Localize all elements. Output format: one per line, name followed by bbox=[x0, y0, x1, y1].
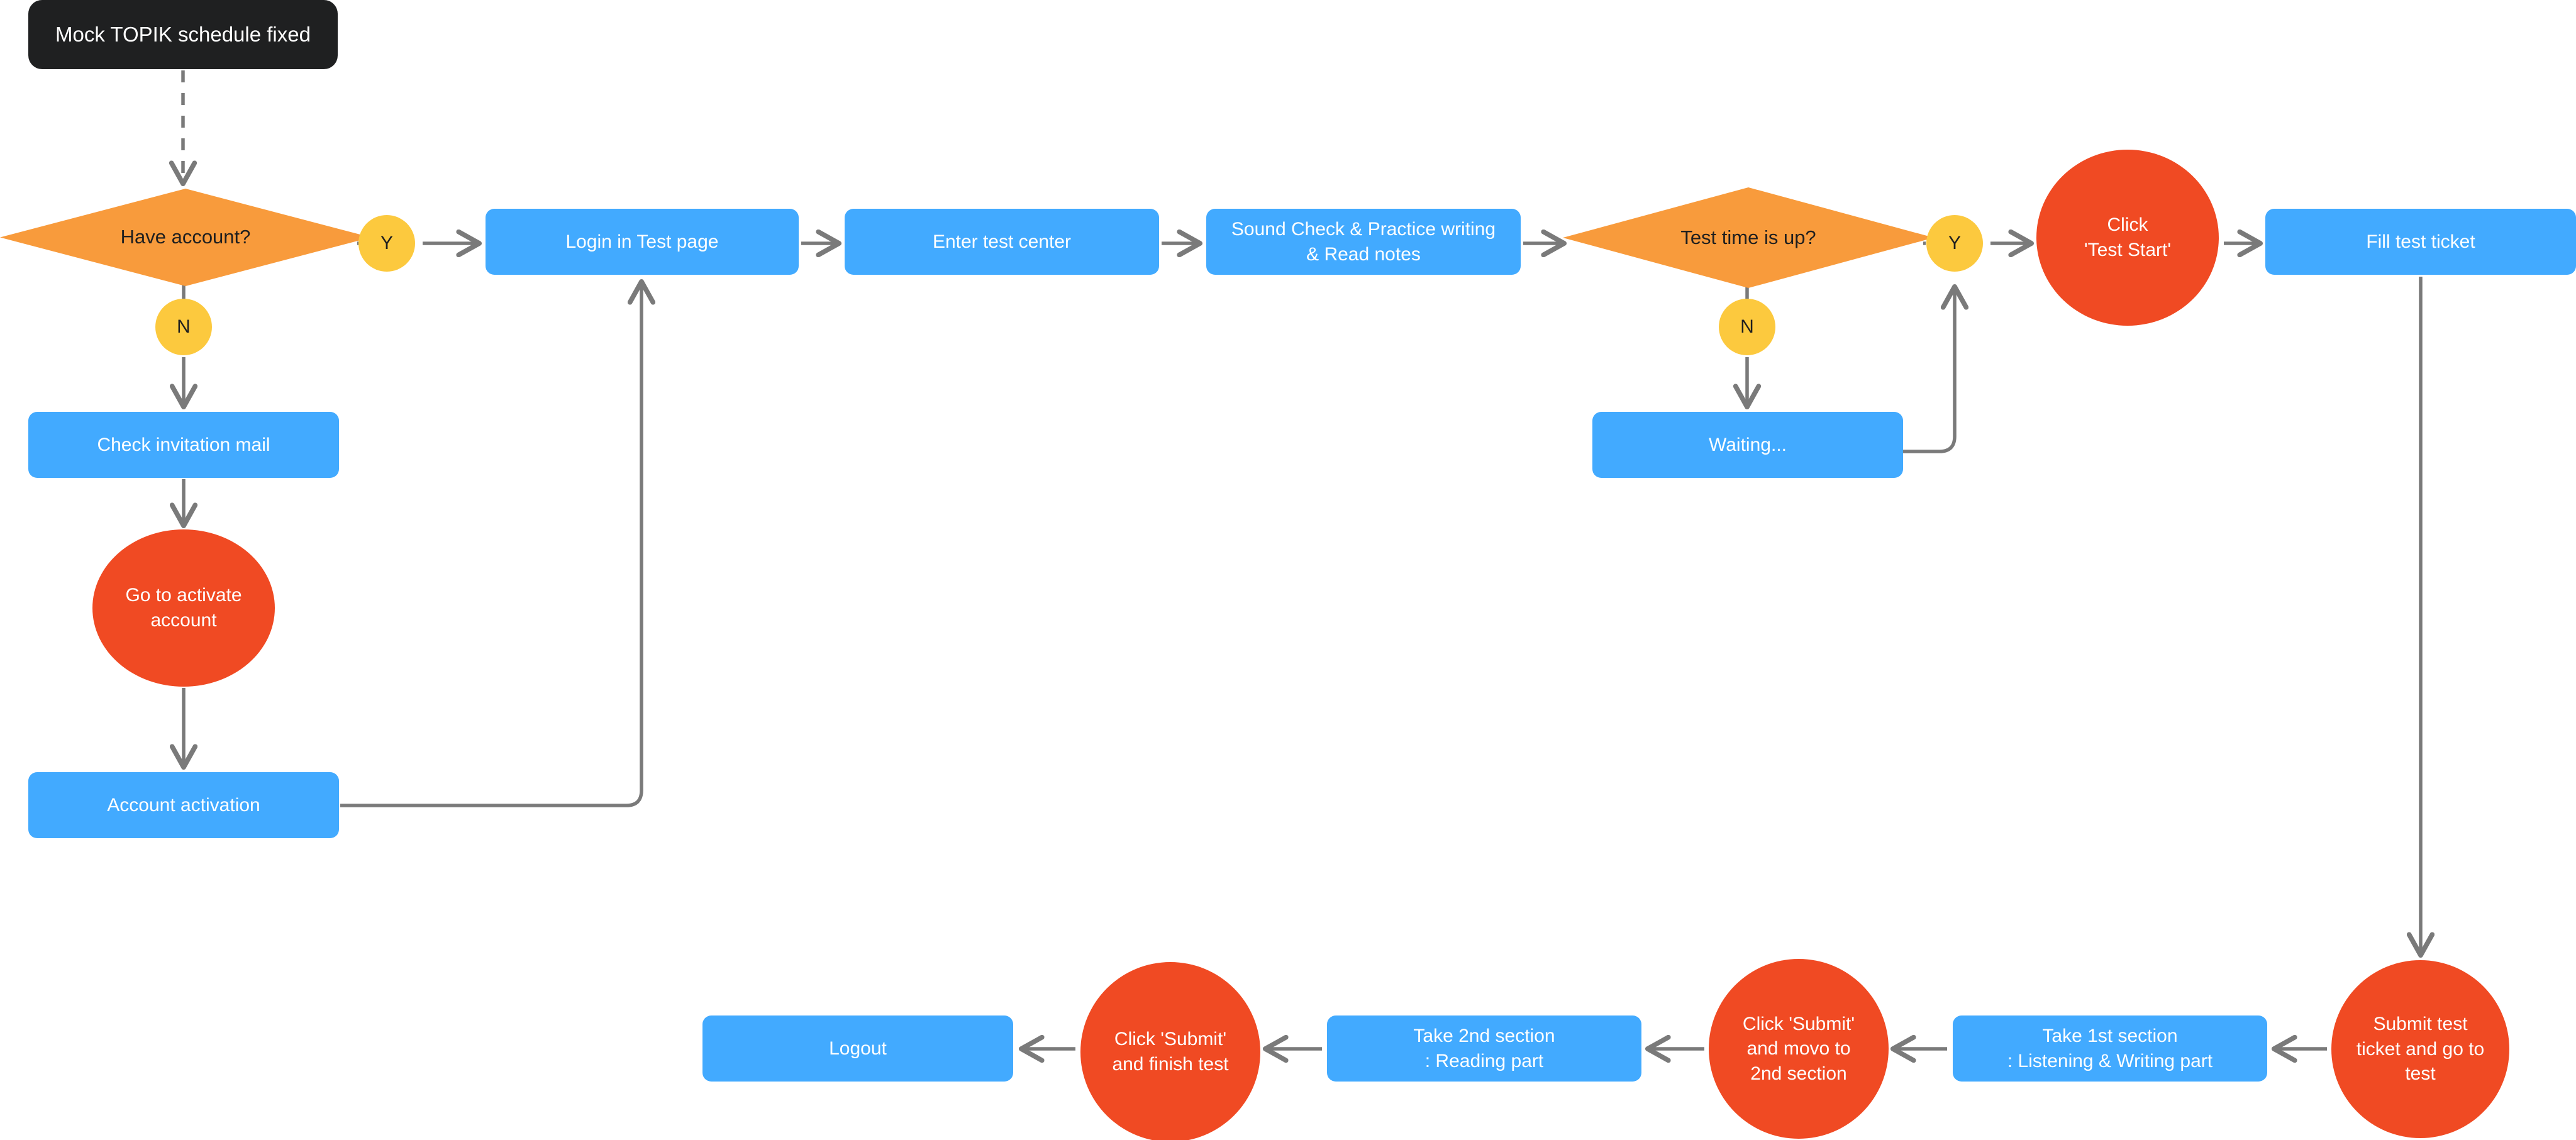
node-take-1st-section-label: Take 1st section : Listening & Writing p… bbox=[2007, 1025, 2213, 1071]
diamond-icon bbox=[0, 189, 371, 286]
node-start-terminator[interactable]: Mock TOPIK schedule fixed bbox=[28, 0, 338, 69]
node-enter-test-center[interactable]: Enter test center bbox=[845, 209, 1159, 275]
node-submit-ticket-go-test[interactable]: Submit test ticket and go to test bbox=[2331, 960, 2509, 1138]
node-test-time-up-label: Test time is up? bbox=[1680, 226, 1816, 248]
branch-no-test-time-up[interactable]: N bbox=[1719, 299, 1775, 355]
node-take-1st-section[interactable]: Take 1st section : Listening & Writing p… bbox=[1953, 1015, 2267, 1082]
node-waiting[interactable]: Waiting... bbox=[1592, 412, 1903, 478]
node-fill-test-ticket[interactable]: Fill test ticket bbox=[2265, 209, 2576, 275]
node-account-activation-label: Account activation bbox=[107, 794, 260, 816]
node-click-submit-move-2nd-label: Click 'Submit' and movo to 2nd section bbox=[1742, 1013, 1855, 1084]
branch-yes-label: Y bbox=[380, 233, 393, 254]
node-have-account-decision[interactable]: Have account? bbox=[0, 189, 371, 286]
branch-yes-have-account[interactable]: Y bbox=[358, 215, 415, 272]
branch-yes-label: Y bbox=[1948, 233, 1961, 254]
node-have-account-label: Have account? bbox=[120, 226, 251, 248]
diamond-icon bbox=[1563, 187, 1934, 288]
node-sound-check[interactable]: Sound Check & Practice writing & Read no… bbox=[1206, 209, 1521, 275]
node-go-activate-account[interactable]: Go to activate account bbox=[92, 529, 275, 687]
node-check-invitation-mail[interactable]: Check invitation mail bbox=[28, 412, 339, 478]
node-submit-ticket-go-test-label: Submit test ticket and go to test bbox=[2356, 1014, 2485, 1085]
branch-no-label: N bbox=[177, 316, 191, 338]
branch-yes-test-time-up[interactable]: Y bbox=[1926, 215, 1983, 272]
node-take-2nd-section[interactable]: Take 2nd section : Reading part bbox=[1327, 1015, 1641, 1082]
node-fill-test-ticket-label: Fill test ticket bbox=[2366, 231, 2475, 252]
node-click-submit-finish[interactable]: Click 'Submit' and finish test bbox=[1080, 962, 1260, 1140]
node-enter-test-center-label: Enter test center bbox=[932, 231, 1072, 252]
node-click-test-start[interactable]: Click 'Test Start' bbox=[2036, 150, 2219, 326]
edge-waiting-to-y-loop bbox=[1903, 288, 1955, 453]
branch-no-label: N bbox=[1740, 316, 1754, 338]
node-start-label: Mock TOPIK schedule fixed bbox=[55, 23, 311, 47]
node-account-activation[interactable]: Account activation bbox=[28, 772, 339, 838]
node-go-activate-account-label: Go to activate account bbox=[125, 585, 242, 631]
node-click-submit-finish-label: Click 'Submit' and finish test bbox=[1112, 1029, 1229, 1075]
node-test-time-up-decision[interactable]: Test time is up? bbox=[1563, 187, 1934, 288]
node-logout-label: Logout bbox=[829, 1038, 887, 1059]
node-waiting-label: Waiting... bbox=[1709, 434, 1787, 455]
edge-account-activation-to-login-loop bbox=[340, 283, 641, 807]
node-logout[interactable]: Logout bbox=[702, 1015, 1013, 1082]
node-login-test-page-label: Login in Test page bbox=[565, 231, 719, 252]
node-click-submit-move-2nd[interactable]: Click 'Submit' and movo to 2nd section bbox=[1709, 959, 1889, 1139]
node-take-2nd-section-label: Take 2nd section : Reading part bbox=[1413, 1025, 1555, 1071]
node-sound-check-label: Sound Check & Practice writing & Read no… bbox=[1231, 218, 1496, 265]
node-login-test-page[interactable]: Login in Test page bbox=[486, 209, 799, 275]
node-check-invitation-mail-label: Check invitation mail bbox=[97, 434, 270, 455]
node-click-test-start-label: Click 'Test Start' bbox=[2084, 214, 2172, 260]
branch-no-have-account[interactable]: N bbox=[155, 299, 212, 355]
